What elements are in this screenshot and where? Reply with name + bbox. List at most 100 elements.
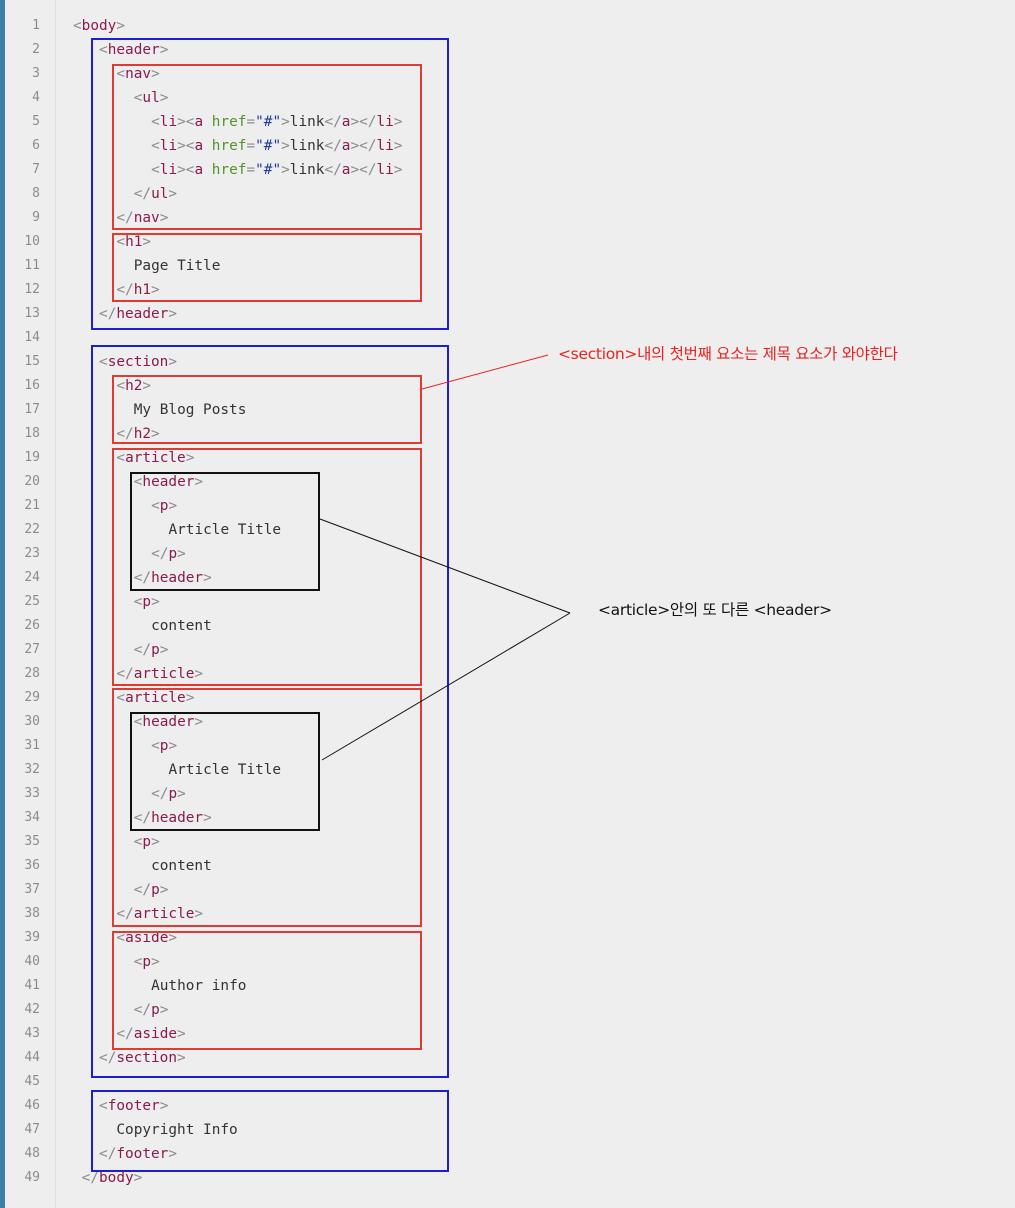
tag-name: article: [125, 450, 186, 466]
code-text: link: [289, 114, 325, 130]
bracket: </: [116, 210, 134, 226]
line-number: 8: [32, 186, 40, 201]
h2-region-box: [112, 375, 422, 444]
bracket: <: [151, 138, 160, 154]
tag-name: p: [159, 498, 169, 514]
bracket: <: [151, 738, 160, 754]
tag-name: footer: [107, 1098, 160, 1114]
code-line: <li><a href="#">link</a></li>: [151, 134, 402, 158]
code-line: <h2>: [116, 374, 151, 398]
bracket: </: [133, 570, 152, 586]
bracket: >: [203, 810, 212, 826]
tag-name: header: [107, 42, 160, 58]
line-number: 30: [24, 714, 40, 729]
code-line: <ul>: [134, 86, 169, 110]
bracket: =: [246, 114, 256, 130]
bracket: <: [185, 138, 195, 154]
h1-region-box: [112, 233, 422, 302]
bracket: <: [116, 930, 126, 946]
tag-name: li: [159, 138, 178, 154]
bracket: >: [151, 834, 160, 850]
line-number: 11: [24, 258, 40, 273]
code-line: content: [151, 614, 212, 638]
code-line: <section>: [99, 350, 177, 374]
bracket: <: [133, 834, 143, 850]
line-number: 15: [24, 354, 40, 369]
bracket: >: [168, 930, 178, 946]
code-line: </body>: [82, 1166, 143, 1190]
code-line: Page Title: [134, 254, 221, 278]
header-region-box: [91, 38, 449, 330]
line-number: 34: [24, 810, 40, 825]
tag-name: article: [133, 906, 195, 922]
line-number: 39: [24, 930, 40, 945]
attribute-value: "#": [255, 114, 282, 130]
gutter-accent-bar: [0, 0, 5, 1208]
bracket: >: [281, 162, 290, 178]
code-line: </h1>: [116, 278, 159, 302]
code-line: </header>: [134, 806, 212, 830]
line-number: 46: [24, 1098, 40, 1113]
bracket: >: [142, 378, 152, 394]
code-line: <article>: [116, 686, 194, 710]
attribute-value: "#": [255, 138, 282, 154]
tag-name: article: [125, 690, 186, 706]
tag-name: aside: [125, 930, 169, 946]
tag-name: header: [151, 810, 204, 826]
line-number: 31: [24, 738, 40, 753]
bracket: >: [281, 114, 290, 130]
attribute-value: "#": [255, 162, 282, 178]
tag-name: a: [194, 138, 204, 154]
tag-name: header: [151, 570, 204, 586]
bracket: <: [133, 90, 143, 106]
bracket: </: [116, 906, 134, 922]
tag-name: a: [194, 162, 204, 178]
bracket: </: [99, 1146, 117, 1162]
bracket: >: [168, 186, 178, 202]
tag-name: li: [376, 162, 394, 178]
bracket: <: [151, 498, 160, 514]
tag-name: p: [168, 546, 178, 562]
tag-name: p: [151, 642, 160, 658]
bracket: </: [359, 138, 377, 154]
bracket: >: [159, 882, 169, 898]
code-line: <h1>: [116, 230, 151, 254]
tag-name: p: [159, 738, 169, 754]
bracket: >: [168, 498, 178, 514]
tag-name: footer: [116, 1146, 169, 1162]
bracket: >: [142, 234, 152, 250]
code-line: <p>: [151, 494, 177, 518]
bracket: </: [324, 162, 342, 178]
code-line: </ul>: [134, 182, 177, 206]
bracket: >: [168, 354, 178, 370]
line-number-gutter: [5, 0, 55, 1208]
code-line: </p>: [151, 542, 186, 566]
tag-name: li: [159, 162, 178, 178]
code-line: <li><a href="#">link</a></li>: [151, 110, 402, 134]
line-number: 5: [32, 114, 40, 129]
article-2-connector: [321, 612, 571, 761]
line-number: 12: [24, 282, 40, 297]
code-line: Author info: [151, 974, 246, 998]
bracket: >: [203, 570, 212, 586]
tag-name: ul: [142, 90, 160, 106]
bracket: >: [177, 1026, 186, 1042]
bracket: <: [116, 450, 126, 466]
bracket: <: [133, 954, 143, 970]
line-number: 7: [32, 162, 40, 177]
bracket: </: [324, 138, 342, 154]
bracket: >: [116, 18, 125, 34]
bracket: <: [99, 1098, 108, 1114]
line-number: 25: [24, 594, 40, 609]
bracket: </: [133, 810, 152, 826]
bracket: </: [116, 1026, 134, 1042]
bracket: >: [151, 594, 160, 610]
tag-name: h1: [125, 234, 143, 250]
code-line: </aside>: [116, 1022, 185, 1046]
line-number: 47: [24, 1122, 40, 1137]
line-number: 27: [24, 642, 40, 657]
bracket: <: [99, 42, 108, 58]
line-number: 20: [24, 474, 40, 489]
line-number: 40: [24, 954, 40, 969]
